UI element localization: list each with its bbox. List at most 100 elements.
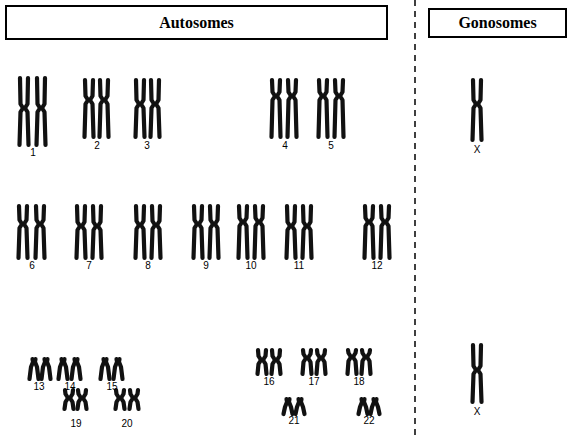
chromatid <box>289 399 293 414</box>
chromatid <box>362 350 366 374</box>
chromosome-number: 11 <box>294 261 304 271</box>
chromosome-number: 18 <box>353 377 364 387</box>
chromatid <box>260 206 264 258</box>
chromatid <box>371 399 375 414</box>
chromatid <box>72 359 76 379</box>
chromatid <box>210 206 214 258</box>
chromatid <box>105 80 109 137</box>
chromatid <box>64 359 68 379</box>
chromosome-number: 1 <box>30 148 36 158</box>
chromatid <box>319 80 323 137</box>
chromatid <box>77 359 81 379</box>
chromatid <box>121 390 125 409</box>
chromosome-number: 22 <box>363 416 374 426</box>
chromatid <box>157 206 161 258</box>
chromosome-number: 4 <box>282 141 288 151</box>
chromatid <box>367 350 371 374</box>
chromatid <box>386 206 390 258</box>
chromatid <box>284 399 288 414</box>
chromatid <box>303 206 307 258</box>
chromatid <box>324 80 328 137</box>
chromatid <box>77 206 81 258</box>
chromatid <box>473 345 477 402</box>
chromatid <box>364 399 368 414</box>
chromatid <box>37 78 41 145</box>
chromatid <box>288 80 292 137</box>
chromosome-number: 3 <box>144 141 150 151</box>
chromatid <box>255 206 259 258</box>
chromatid <box>365 206 369 258</box>
chromatid <box>47 359 51 379</box>
chromatid <box>135 390 139 409</box>
chromatid <box>35 359 39 379</box>
chromatid <box>340 80 344 137</box>
chromatid <box>85 80 89 137</box>
chromosome-number: 10 <box>245 261 256 271</box>
chromosome-number: 14 <box>64 382 75 392</box>
chromatid <box>136 206 140 258</box>
chromatid <box>70 390 74 409</box>
chromosome-number: 6 <box>29 261 35 271</box>
chromosome-number: 7 <box>86 261 92 271</box>
chromosome-number: 9 <box>203 261 209 271</box>
chromatid <box>335 80 339 137</box>
chromosome-number: 15 <box>106 382 117 392</box>
chromatid <box>82 206 86 258</box>
chromatid <box>78 390 82 409</box>
chromatid <box>42 78 46 145</box>
chromatid <box>263 350 267 374</box>
chromatid <box>41 206 45 258</box>
chromosome-number: 19 <box>70 419 81 429</box>
chromatid <box>308 350 312 374</box>
chromosome-number: X <box>474 407 481 417</box>
chromatid <box>65 390 69 409</box>
chromosome-number: 12 <box>371 261 382 271</box>
header-box: Autosomes <box>5 5 388 40</box>
chromosome-number: 5 <box>328 141 334 151</box>
chromatid <box>25 78 29 145</box>
chromatid <box>30 359 34 379</box>
chromosome-number: 13 <box>33 382 44 392</box>
chromosome-number: 16 <box>263 377 274 387</box>
chromatid <box>98 206 102 258</box>
chromosome-number: 20 <box>121 419 132 429</box>
chromatid <box>239 206 243 258</box>
chromatid <box>322 350 326 374</box>
chromatid <box>244 206 248 258</box>
header-text: Autosomes <box>159 14 234 32</box>
chromatid <box>42 359 46 379</box>
chromatid <box>156 80 160 137</box>
chromatid <box>101 359 105 379</box>
chromatid <box>381 206 385 258</box>
chromatid <box>114 359 118 379</box>
chromatid <box>151 80 155 137</box>
chromatid <box>119 359 123 379</box>
header-text: Gonosomes <box>458 14 536 32</box>
chromatid <box>93 206 97 258</box>
chromatid <box>90 80 94 137</box>
chromatid <box>303 350 307 374</box>
chromatid <box>359 399 363 414</box>
chromatid <box>130 390 134 409</box>
chromatid <box>59 359 63 379</box>
chromatid <box>106 359 110 379</box>
chromatid <box>317 350 321 374</box>
chromatid <box>194 206 198 258</box>
chromosome-number: 2 <box>94 141 100 151</box>
chromatid <box>19 206 23 258</box>
chromatid <box>199 206 203 258</box>
chromatid <box>301 399 305 414</box>
chromatid <box>24 206 28 258</box>
chromatid <box>353 350 357 374</box>
chromatid <box>308 206 312 258</box>
chromatid <box>287 206 291 258</box>
chromatid <box>20 78 24 145</box>
chromatid <box>348 350 352 374</box>
chromatid <box>215 206 219 258</box>
chromatid <box>100 80 104 137</box>
chromatid <box>292 206 296 258</box>
chromatid <box>152 206 156 258</box>
chromatid <box>473 80 477 140</box>
chromatid <box>136 80 140 137</box>
